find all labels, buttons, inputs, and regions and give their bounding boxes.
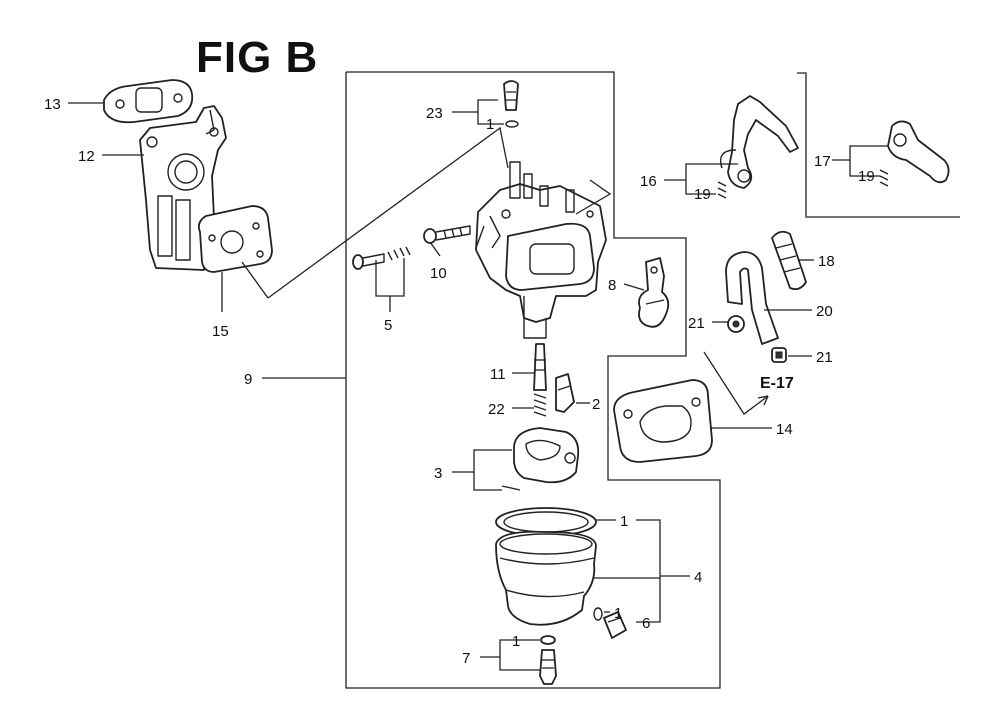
callout-3: 3 <box>434 465 442 482</box>
part-2-jet <box>555 373 575 413</box>
callout-1-b: 1 <box>620 513 628 530</box>
part-19-spring-b <box>879 169 889 187</box>
part-22-spring <box>533 393 547 417</box>
callout-13: 13 <box>44 96 61 113</box>
callout-21-a: 21 <box>688 315 705 332</box>
leader-lines <box>68 99 888 671</box>
callout-21-b: 21 <box>816 349 833 366</box>
part-14-gasket <box>613 379 713 463</box>
callout-12: 12 <box>78 148 95 165</box>
callout-5: 5 <box>384 317 392 334</box>
part-18-filter <box>771 230 807 291</box>
part-21-clip-a <box>727 315 745 333</box>
part-4-float-bowl <box>495 507 597 626</box>
part-10-screw <box>423 225 471 244</box>
part-13-gasket <box>103 79 194 124</box>
part-7-bolt <box>539 635 557 685</box>
callout-16: 16 <box>640 173 657 190</box>
callout-17: 17 <box>814 153 831 170</box>
assembly-frame <box>345 71 721 689</box>
option-frame <box>797 72 960 218</box>
callout-1-c: 1 <box>614 605 622 622</box>
callout-23: 23 <box>426 105 443 122</box>
part-5-screw-spring <box>352 246 411 270</box>
callout-8: 8 <box>608 277 616 294</box>
callout-1-d: 1 <box>512 633 520 650</box>
callout-15: 15 <box>212 323 229 340</box>
part-3-float <box>501 427 580 491</box>
callout-14: 14 <box>776 421 793 438</box>
callout-7: 7 <box>462 650 470 667</box>
callout-19-a: 19 <box>694 186 711 203</box>
callout-11: 11 <box>490 366 506 383</box>
part-6-drain-screw <box>593 607 627 639</box>
part-15-gasket <box>197 205 273 273</box>
callout-19-b: 19 <box>858 168 875 185</box>
callout-6: 6 <box>642 615 650 632</box>
part-21-clip-b <box>771 347 787 363</box>
callout-4: 4 <box>694 569 702 586</box>
callout-2: 2 <box>592 396 600 413</box>
callout-1-a: 1 <box>486 116 494 133</box>
callout-10: 10 <box>430 265 447 282</box>
part-20-hose <box>725 251 779 345</box>
part-9-carburetor-body <box>475 161 607 339</box>
reference-e17: E-17 <box>760 375 794 392</box>
callout-20: 20 <box>816 303 833 320</box>
figure-title: FIG B <box>196 33 319 82</box>
part-23-screw <box>503 80 519 128</box>
part-8-lever <box>638 257 670 328</box>
part-19-spring-a <box>717 181 727 199</box>
part-17-lever <box>887 120 950 184</box>
part-16-choke-lever <box>719 95 799 189</box>
callout-9: 9 <box>244 371 252 388</box>
part-11-needle <box>533 343 547 391</box>
callout-22: 22 <box>488 401 505 418</box>
callout-labels: 13 12 15 9 23 1 10 5 8 11 22 2 3 1 4 1 6… <box>44 96 875 667</box>
callout-18: 18 <box>818 253 835 270</box>
